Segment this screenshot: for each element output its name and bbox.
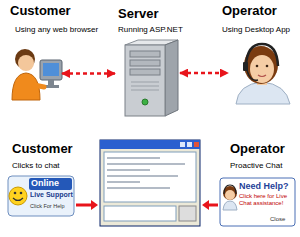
server-tower-part: [130, 51, 160, 57]
click-arrows: [76, 200, 218, 210]
server-tower-part: [130, 60, 160, 66]
chat-window-screenshot-part: [180, 142, 185, 147]
click-arrows-part: [91, 200, 98, 210]
chat-button-image: [8, 176, 74, 216]
server-tower-part: [131, 82, 159, 90]
button-label: Click here for Live Chat assistance!: [239, 193, 293, 207]
subtitle: Running ASP.NET: [118, 25, 183, 34]
proactive-popup-image-part: [223, 186, 237, 200]
heading: Customer: [10, 4, 71, 19]
subtitle: Proactive Chat: [230, 161, 282, 170]
heading: Operator: [222, 4, 277, 19]
customer-icon-part: [40, 60, 62, 80]
operator-icon-part: [246, 44, 278, 66]
chat-button-image-part: [29, 178, 72, 190]
chat-window-screenshot-part: [104, 206, 176, 221]
heading: Customer: [12, 142, 73, 157]
operator-icon-part: [256, 65, 259, 68]
chat-window-screenshot-part: [179, 206, 196, 221]
operator-icon-part: [236, 82, 290, 104]
subtitle: Using any web browser: [15, 25, 98, 34]
proactive-popup-image: [220, 178, 295, 226]
operator-group: OperatorUsing Desktop App: [228, 42, 292, 104]
operator-icon-part: [250, 55, 274, 83]
chat-button-image-part: [9, 187, 27, 205]
operator-icon: [236, 44, 290, 104]
proactive-popup-image-part: [225, 190, 235, 200]
chat-button-image-part: [13, 198, 23, 201]
chat-button-image-part: [20, 192, 23, 195]
server-tower: [125, 40, 178, 116]
subtitle: Clicks to chat: [12, 161, 60, 170]
operator-icon-part: [266, 65, 269, 68]
chat-window-screenshot-part: [100, 140, 200, 226]
heading: Server: [118, 7, 158, 22]
chat-window-screenshot-part: [107, 158, 185, 188]
button-label: Click For Help: [30, 203, 65, 209]
proactive-popup: OperatorProactive ChatNeed Help?Click he…: [220, 178, 295, 226]
operator-icon-part: [247, 70, 258, 80]
subtitle: Using Desktop App: [222, 25, 290, 34]
button-label: Close: [270, 216, 285, 223]
chat-window-screenshot-part: [104, 152, 196, 202]
customer-icon-part: [34, 85, 44, 87]
server-tower-part: [142, 99, 148, 105]
server-group: ServerRunning ASP.NET: [115, 38, 180, 118]
button-label: Need Help?: [239, 181, 289, 191]
operator-icon-part: [243, 62, 248, 71]
button-label: Live Support: [30, 191, 73, 199]
proactive-popup-image-part: [224, 185, 236, 194]
chat-button-image-part: [8, 176, 74, 216]
chat-window-screenshot-part: [187, 142, 192, 147]
chat-window-screenshot-part: [194, 142, 199, 147]
customer-icon-part: [43, 63, 59, 76]
click-arrows-part: [76, 204, 92, 207]
customer-group: CustomerUsing any web browser: [12, 45, 62, 102]
proactive-popup-image-part: [223, 201, 237, 210]
server-tower-part: [125, 45, 165, 116]
dashed-connector: [62, 72, 115, 75]
heading: Operator: [230, 142, 285, 157]
customer-icon: [12, 49, 62, 100]
chat-window-screenshot: [100, 140, 200, 226]
server-tower-part: [165, 40, 178, 116]
dashed-connector: [180, 72, 228, 75]
chat-window-screenshot-part: [100, 140, 200, 149]
operator-icon-part: [258, 75, 266, 77]
chat-button-image-part: [14, 192, 17, 195]
click-arrows-part: [208, 204, 218, 207]
customer-icon-part: [18, 55, 34, 71]
button-label: Online: [31, 178, 59, 188]
chat-button: CustomerClicks to chatOnlineLive Support…: [8, 176, 75, 216]
proactive-popup-image-part: [220, 178, 295, 226]
customer-icon-part: [48, 80, 54, 85]
click-arrows-part: [202, 200, 209, 210]
server-tower-part: [130, 69, 160, 75]
